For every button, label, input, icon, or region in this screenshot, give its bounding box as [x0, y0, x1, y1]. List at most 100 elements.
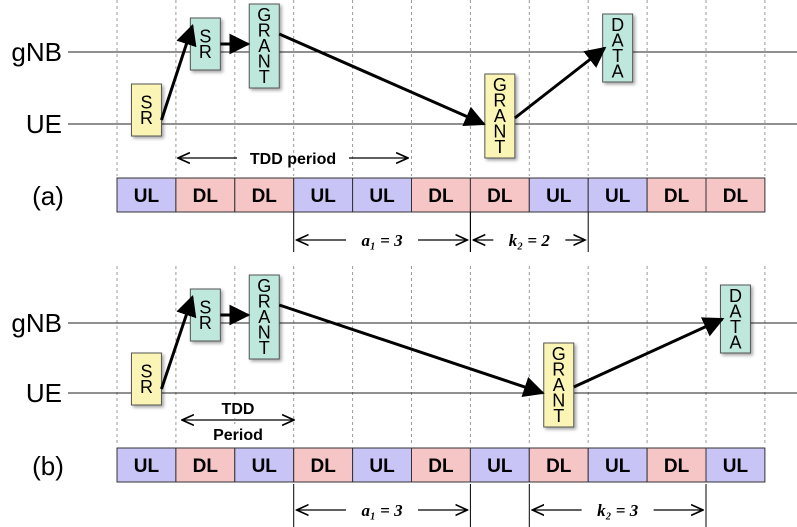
slot-cell: [175, 447, 236, 483]
slot-cell: [234, 447, 295, 483]
slot-ul: UL: [352, 447, 413, 483]
slot-cell: [352, 177, 413, 213]
delay-label: k₂ = 3: [597, 501, 639, 520]
message-box: [130, 352, 162, 406]
message-box: [543, 342, 575, 428]
period-label: Period: [213, 427, 263, 444]
tdd-period-indicator: TDD Period: [182, 398, 294, 444]
period-label: TDD: [222, 401, 255, 418]
slot-ul: UL: [469, 447, 530, 483]
slot-dl: DL: [411, 447, 471, 483]
delay-a1: a₁ = 3: [293, 212, 471, 252]
slot-ul: UL: [705, 447, 766, 483]
slot-cell: [411, 447, 471, 483]
slot-ul: UL: [352, 177, 413, 213]
slot-ul: UL: [587, 447, 648, 483]
slot-dl: DL: [469, 177, 530, 213]
slot-dl: DL: [175, 447, 236, 483]
slot-cell: [646, 447, 707, 483]
slot-cell: [528, 177, 589, 213]
slot-dl: DL: [705, 177, 766, 213]
period-label-bg: [208, 424, 268, 444]
panel-tag: (a): [32, 181, 64, 211]
slot-ul: UL: [293, 177, 354, 213]
gnb-label: gNB: [11, 308, 62, 338]
slot-label: UL: [310, 186, 336, 207]
slot-cell: [469, 447, 530, 483]
message-arrow: [278, 32, 486, 127]
message-arrow: [160, 295, 197, 390]
slot-cell: [528, 447, 589, 483]
slot-label: UL: [369, 186, 395, 207]
slot-ul: UL: [234, 447, 295, 483]
ue-label: UE: [26, 109, 62, 139]
slot-label: UL: [134, 456, 160, 477]
slot-label: UL: [369, 456, 395, 477]
slot-label: UL: [252, 456, 278, 477]
slot-ul: UL: [116, 177, 177, 213]
slot-cell: [705, 447, 766, 483]
slot-label: DL: [193, 186, 219, 207]
slot-label: UL: [546, 186, 572, 207]
slot-cell: [411, 177, 471, 213]
message-box: [484, 73, 516, 159]
slot-dl: DL: [234, 177, 295, 213]
delay-k2: k₂ = 3: [528, 484, 707, 527]
slot-cell: [587, 177, 648, 213]
delay-label: a₁ = 3: [361, 501, 403, 520]
slot-label: DL: [193, 456, 219, 477]
period-label: TDD period: [250, 151, 336, 168]
delay-k2: k₂ = 2: [469, 212, 589, 252]
slot-label: DL: [664, 456, 690, 477]
slot-ul: UL: [116, 447, 177, 483]
period-label-bg: [208, 398, 268, 418]
message-box: [248, 3, 280, 89]
slot-label: DL: [664, 186, 690, 207]
slot-cell: [293, 447, 354, 483]
tdd-period-indicator: TDD period: [178, 151, 408, 168]
slot-cell: [293, 177, 354, 213]
slot-dl: DL: [646, 177, 707, 213]
delay-label: k₂ = 2: [509, 231, 551, 250]
slot-label: UL: [487, 456, 513, 477]
delay-label: a₁ = 3: [361, 231, 403, 250]
slot-label: UL: [605, 456, 631, 477]
slot-label: DL: [252, 186, 278, 207]
slot-cell: [116, 447, 177, 483]
slot-dl: DL: [175, 177, 236, 213]
slot-cell: [469, 177, 530, 213]
message-arrow: [573, 317, 725, 389]
slot-label: DL: [546, 456, 572, 477]
slot-label: DL: [428, 186, 454, 207]
ue-label: UE: [26, 378, 62, 408]
message-arrow: [160, 24, 197, 121]
slot-ul: UL: [587, 177, 648, 213]
slot-label: UL: [605, 186, 631, 207]
slot-ul: UL: [528, 177, 589, 213]
message-box: [130, 83, 162, 137]
slot-label: DL: [310, 456, 336, 477]
delay-a1: a₁ = 3: [293, 484, 471, 527]
slot-label: DL: [723, 186, 749, 207]
